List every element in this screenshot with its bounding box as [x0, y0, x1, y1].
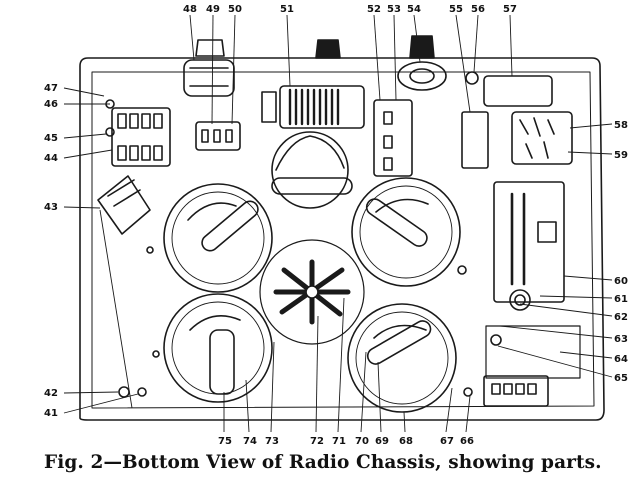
- callout-45: 45: [44, 133, 58, 144]
- callout-64: 64: [614, 354, 628, 365]
- socket-49: [195, 121, 241, 151]
- callout-75: 75: [218, 436, 232, 447]
- callout-73: 73: [265, 436, 279, 447]
- part-55: [461, 111, 489, 169]
- callout-57: 57: [503, 4, 517, 15]
- callout-60: 60: [614, 276, 628, 287]
- callout-55: 55: [449, 4, 463, 15]
- gang-tuner-lower-left: [163, 293, 273, 403]
- callout-74: 74: [243, 436, 257, 447]
- callout-71: 71: [332, 436, 346, 447]
- callout-62: 62: [614, 312, 628, 323]
- transformer: [279, 85, 365, 129]
- gang-tuner-upper-right: [351, 177, 461, 287]
- callout-67: 67: [440, 436, 454, 447]
- callout-58: 58: [614, 120, 628, 131]
- gang-tuner-top: [271, 131, 353, 209]
- callout-70: 70: [355, 436, 369, 447]
- callout-54: 54: [407, 4, 421, 15]
- callout-66: 66: [460, 436, 474, 447]
- callout-69: 69: [375, 436, 389, 447]
- callout-42: 42: [44, 388, 58, 399]
- center-drive: [259, 239, 365, 345]
- resistor-block: [97, 175, 151, 235]
- figure-caption: Fig. 2—Bottom View of Radio Chassis, sho…: [44, 452, 602, 473]
- terminal-52: [373, 99, 413, 177]
- gang-tuner-lower-right: [347, 303, 457, 413]
- terminal-strip-bottom: [483, 375, 549, 407]
- callout-72: 72: [310, 436, 324, 447]
- callout-50: 50: [228, 4, 242, 15]
- chassis-frame: [79, 57, 605, 421]
- top-knob-center: [315, 39, 341, 59]
- terminal-strip-left: [111, 107, 171, 167]
- callout-52: 52: [367, 4, 381, 15]
- gang-tuner-upper-left: [163, 183, 273, 293]
- callout-44: 44: [44, 153, 58, 164]
- callout-47: 47: [44, 83, 58, 94]
- callout-56: 56: [471, 4, 485, 15]
- callout-61: 61: [614, 294, 628, 305]
- callout-43: 43: [44, 202, 58, 213]
- top-knob-left: [183, 39, 235, 97]
- callout-41: 41: [44, 408, 58, 419]
- callout-48: 48: [183, 4, 197, 15]
- callout-49: 49: [206, 4, 220, 15]
- callout-53: 53: [387, 4, 401, 15]
- callout-63: 63: [614, 334, 628, 345]
- callout-68: 68: [399, 436, 413, 447]
- callout-46: 46: [44, 99, 58, 110]
- callout-59: 59: [614, 150, 628, 161]
- callout-51: 51: [280, 4, 294, 15]
- can-57: [483, 75, 553, 107]
- callout-65: 65: [614, 373, 628, 384]
- top-knob-right: [397, 35, 447, 91]
- tube-bank-58: [511, 111, 573, 165]
- bracket-64: [485, 325, 581, 379]
